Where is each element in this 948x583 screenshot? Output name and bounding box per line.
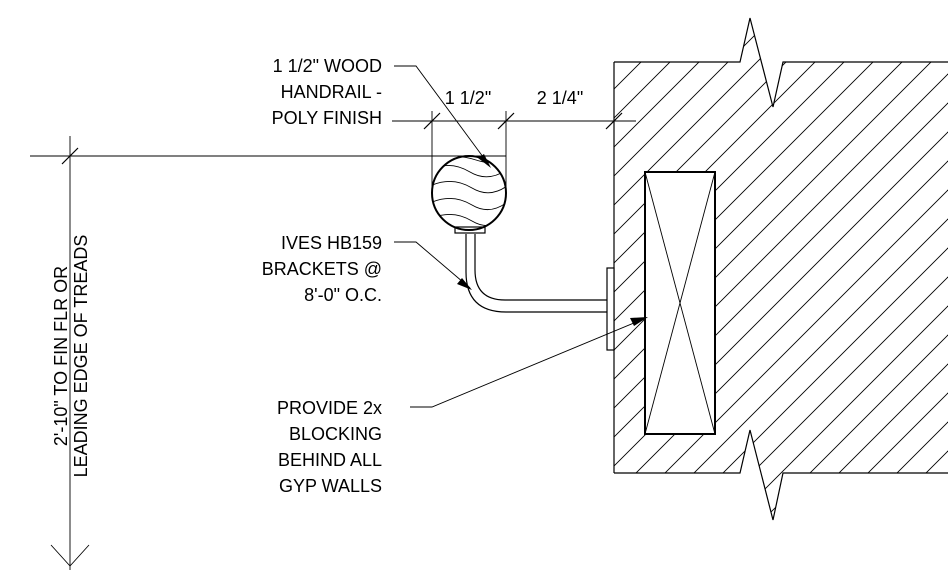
note-bracket: IVES HB159 BRACKETS @ 8'-0" O.C.	[262, 233, 472, 305]
dimension-lines: 1 1/2" 2 1/4" 2'-10" TO FIN FLR OR LEADI…	[30, 88, 636, 570]
note-blocking: PROVIDE 2x BLOCKING BEHIND ALL GYP WALLS	[277, 317, 648, 496]
hatch-line	[614, 18, 704, 520]
hatch-line	[614, 18, 820, 520]
height-label-line-2: LEADING EDGE OF TREADS	[71, 235, 91, 478]
height-label: 2'-10" TO FIN FLR OR LEADING EDGE OF TRE…	[51, 235, 91, 478]
tick-1	[423, 112, 441, 130]
tick-2	[497, 112, 515, 130]
leader-blocking-arrow	[630, 317, 648, 326]
dim-wall-clearance: 2 1/4"	[537, 88, 583, 108]
note-bracket-line-2: BRACKETS @	[262, 259, 382, 279]
handrail	[431, 155, 507, 231]
hatch-line	[614, 18, 733, 520]
dim-rail-width: 1 1/2"	[445, 88, 491, 108]
hatch-line	[722, 18, 948, 520]
note-handrail-line-1: 1 1/2" WOOD	[273, 56, 382, 76]
note-blocking-line-4: GYP WALLS	[279, 476, 382, 496]
hatch-line	[809, 18, 948, 520]
height-label-line-1: 2'-10" TO FIN FLR OR	[51, 266, 71, 446]
hatch-line	[614, 18, 762, 520]
bracket-arm-outer	[465, 234, 607, 313]
note-handrail: 1 1/2" WOOD HANDRAIL - POLY FINISH	[272, 56, 491, 168]
hatch-line	[614, 18, 849, 520]
blocking	[644, 171, 716, 435]
blocking-cross-2	[644, 171, 716, 435]
hatch-line	[614, 18, 675, 520]
leader-handrail-arrow	[478, 154, 491, 168]
hatch-line	[635, 18, 948, 520]
wall-section	[613, 17, 948, 521]
note-handrail-line-2: HANDRAIL -	[281, 82, 382, 102]
hatch-line	[751, 18, 948, 520]
hatch-line	[614, 18, 948, 520]
note-blocking-line-2: BLOCKING	[289, 424, 382, 444]
hatch-line	[614, 18, 907, 520]
leader-bracket	[394, 241, 471, 289]
hatch-line	[780, 18, 948, 520]
leader-bracket-arrow	[457, 278, 472, 290]
note-bracket-line-1: IVES HB159	[281, 233, 382, 253]
note-handrail-line-3: POLY FINISH	[272, 108, 382, 128]
tick-3	[605, 112, 623, 130]
hatch-line	[614, 18, 948, 520]
bracket-arm-inner	[474, 234, 607, 301]
hatch-line	[614, 18, 948, 520]
wall-break-bottom	[614, 429, 948, 521]
wall-hatch	[614, 18, 948, 520]
wall-plate	[606, 267, 615, 351]
bracket	[454, 226, 615, 351]
note-bracket-line-3: 8'-0" O.C.	[304, 285, 382, 305]
hatch-line	[693, 18, 948, 520]
arrow-down	[50, 544, 90, 567]
hatch-line	[614, 18, 878, 520]
leader-handrail	[394, 65, 490, 166]
hatch-line	[614, 18, 948, 520]
hatch-line	[896, 18, 948, 520]
leader-blocking	[410, 317, 647, 408]
note-blocking-line-1: PROVIDE 2x	[277, 398, 382, 418]
hatch-line	[614, 18, 791, 520]
note-blocking-line-3: BEHIND ALL	[278, 450, 382, 470]
wall-break-top	[614, 17, 948, 108]
hatch-line	[838, 18, 948, 520]
tick-top	[61, 147, 79, 165]
hatch-line	[614, 18, 948, 520]
hatch-line	[614, 18, 948, 520]
